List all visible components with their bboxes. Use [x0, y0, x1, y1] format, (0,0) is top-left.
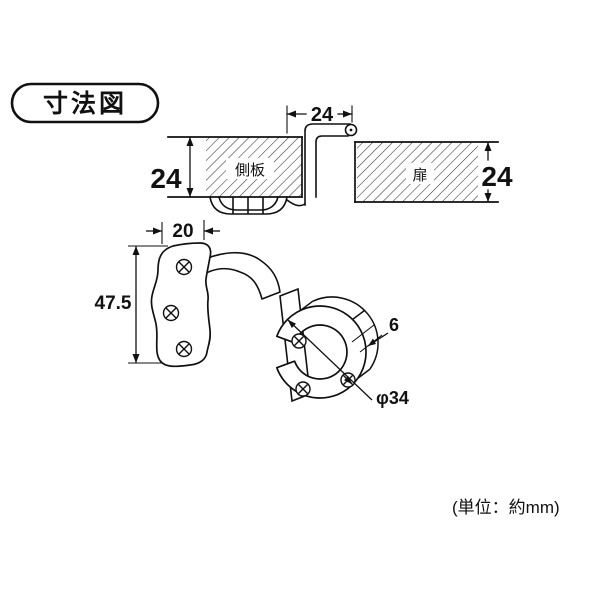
screw-icon [162, 304, 180, 322]
dim-left-24: 24 [150, 136, 194, 198]
clamp-screws [291, 333, 356, 397]
dim-top-24-label: 24 [311, 104, 334, 126]
hinge-cup-inner [218, 196, 279, 211]
cross-section-view: 側板 扉 [150, 104, 513, 215]
screw-icon [175, 340, 193, 358]
hinge-cross-section [209, 123, 358, 215]
clamp-back-edge [312, 296, 379, 370]
hinge-cup-outer [209, 196, 288, 215]
dim-thickness-6: 6 [351, 315, 399, 353]
title-badge-label: 寸法図 [43, 90, 127, 118]
side-panel-label: 側板 [235, 161, 265, 179]
side-panel-label-box [226, 158, 274, 179]
side-panel-section: 側板 [167, 136, 303, 198]
hinge-pivot [344, 123, 358, 137]
door-label: 扉 [412, 167, 427, 184]
hinge-arm [197, 251, 281, 300]
title-badge: 寸法図 [10, 82, 160, 124]
hinge-perspective-view: 20 47.5 6 φ34 [95, 220, 409, 408]
hinge-pivot-center [349, 128, 353, 132]
dim-top-24: 24 [286, 104, 353, 134]
hinge-mounting-plate [150, 242, 212, 368]
screw-icon [291, 333, 307, 349]
dim-width-20-label: 20 [172, 221, 193, 242]
dim-right-24: 24 [481, 141, 513, 203]
dim-left-24-label: 24 [150, 163, 182, 194]
dim-height-47-5-label: 47.5 [95, 293, 132, 314]
screw-icon [175, 258, 193, 276]
plate-screws [162, 258, 193, 358]
dim-diameter-phi34-label: φ34 [376, 388, 409, 408]
hinge-cup-link [285, 198, 307, 207]
dim-diameter-phi34: φ34 [287, 319, 409, 408]
screw-icon [295, 381, 311, 397]
dim-right-24-label: 24 [481, 161, 513, 192]
hinge-bracket-outer [304, 123, 351, 206]
hinge-bracket-inner [315, 135, 349, 198]
dim-width-20: 20 [146, 220, 220, 244]
dim-height-47-5: 47.5 [95, 245, 168, 364]
dim-thickness-6-label: 6 [389, 315, 399, 335]
door-panel-section: 扉 [354, 141, 499, 203]
unit-note: (単位：約mm) [452, 498, 560, 517]
title-badge-outline [10, 82, 160, 124]
door-label-box [406, 163, 434, 184]
pipe-clamp [275, 287, 379, 403]
